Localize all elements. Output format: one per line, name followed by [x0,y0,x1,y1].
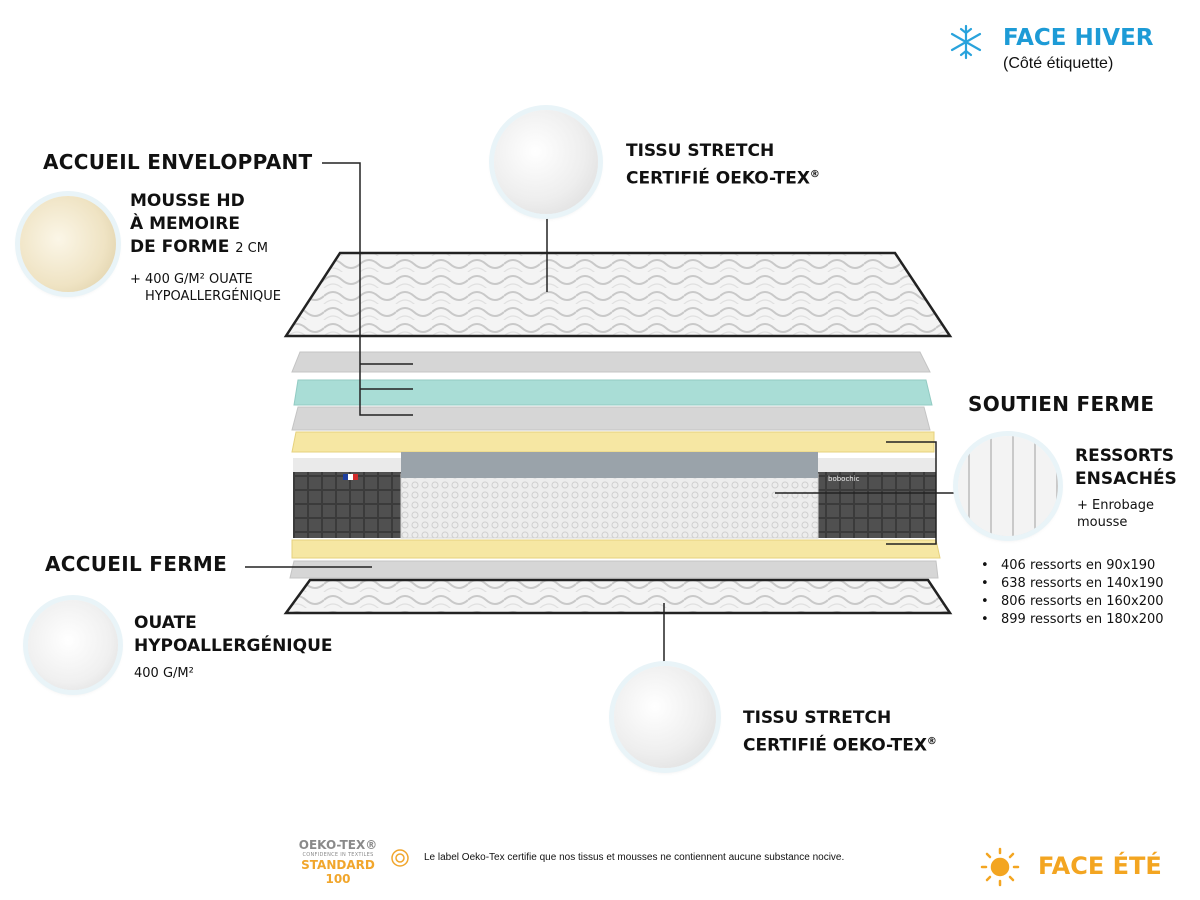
tissu-bottom-label: TISSU STRETCH CERTIFIÉ OEKO-TEX® [743,707,937,758]
leader-lines [245,162,958,662]
tissu-bottom-line1: TISSU STRETCH [743,708,892,728]
memory-foam-line1: MOUSSE HD [130,191,245,211]
yellow-layer-top [291,431,935,453]
snowflake-icon [950,24,982,60]
memory-foam-line2: À MEMOIRE [130,214,241,234]
springs-count-item: 406 ressorts en 90x190 [975,557,1164,575]
french-flag-icon [343,474,348,480]
oekotex-note: Le label Oeko-Tex certifie que nos tissu… [424,852,845,863]
memory-foam-extra2: HYPOALLERGÉNIQUE [145,289,281,304]
side-band-top-right [818,458,936,472]
brand-tag: bobochic [828,475,860,483]
grey-comfort-layer-3 [289,560,939,579]
wadding-label: OUATE HYPOALLERGÉNIQUE [134,612,333,658]
side-band-top [293,458,401,472]
memory-foam-label: MOUSSE HD À MEMOIRE DE FORME 2 CM [130,190,268,260]
wadding-extra: 400 G/M² [134,666,194,681]
accueil-enveloppant-heading: ACCUEIL ENVELOPPANT [43,150,313,174]
tissu-top-reg: ® [809,169,820,180]
face-ete-title: FACE ÉTÉ [1038,852,1162,880]
memory-foam-extra1: + 400 G/M² OUATE [130,272,253,287]
wadding-line1: OUATE [134,613,197,633]
grey-comfort-layer-1 [291,351,931,373]
springs-line1: RESSORTS [1075,446,1175,466]
accueil-ferme-heading: ACCUEIL FERME [45,552,228,576]
springs-count-list: 406 ressorts en 90x190 638 ressorts en 1… [975,557,1164,629]
grey-comfort-layer-2 [291,406,931,431]
spring-core-top-band [401,452,818,478]
tissu-top-label: TISSU STRETCH CERTIFIÉ OEKO-TEX® [626,140,820,191]
tissu-bottom-line2: CERTIFIÉ OEKO-TEX® [743,735,937,756]
tissu-top-line2: CERTIFIÉ OEKO-TEX® [626,168,820,189]
springs-count-item: 899 ressorts en 180x200 [975,611,1164,629]
oekotex-logo-mid: CONFIDENCE IN TEXTILES [302,852,374,858]
sun-icon [980,847,1020,887]
springs-extra2: mousse [1077,515,1128,530]
memory-foam-photo [20,196,116,292]
springs-count-item: 638 ressorts en 140x190 [975,575,1164,593]
tissu-bottom-reg: ® [926,736,937,747]
yellow-layer-bottom [291,539,941,559]
springs-label: RESSORTS ENSACHÉS [1075,445,1177,491]
oekotex-flower-icon [391,849,409,867]
soutien-ferme-heading: SOUTIEN FERME [968,392,1155,416]
spring-core [400,473,819,539]
face-hiver-subtitle: (Côté étiquette) [1003,55,1114,72]
memory-foam-line3: DE FORME 2 CM [130,237,268,257]
top-cover-layer [283,251,953,338]
oekotex-logo: OEKO-TEX® CONFIDENCE IN TEXTILES STANDAR… [290,838,386,886]
springs-extra1: + Enrobage [1077,498,1154,513]
bottom-cover-layer [283,578,953,615]
oekotex-logo-top: OEKO-TEX® [298,838,378,852]
wadding-photo [28,600,118,690]
springs-photo [958,436,1058,536]
springs-extra: + Enrobage mousse [1077,497,1154,531]
memory-foam-extra: + 400 G/M² OUATE HYPOALLERGÉNIQUE [130,271,281,305]
springs-line2: ENSACHÉS [1075,469,1177,489]
spring-core-right-panel [818,470,936,538]
spring-core-left-panel [293,470,401,538]
tissu-top-line1: TISSU STRETCH [626,141,775,161]
memory-foam-layer [293,379,933,406]
springs-count-item: 806 ressorts en 160x200 [975,593,1164,611]
face-hiver-title: FACE HIVER [1003,25,1154,51]
oekotex-logo-bottom: STANDARD 100 [301,858,375,886]
fabric-top-photo [494,110,598,214]
memory-foam-thickness: 2 CM [235,241,268,256]
fabric-bottom-photo [614,666,716,768]
wadding-line2: HYPOALLERGÉNIQUE [134,636,333,656]
